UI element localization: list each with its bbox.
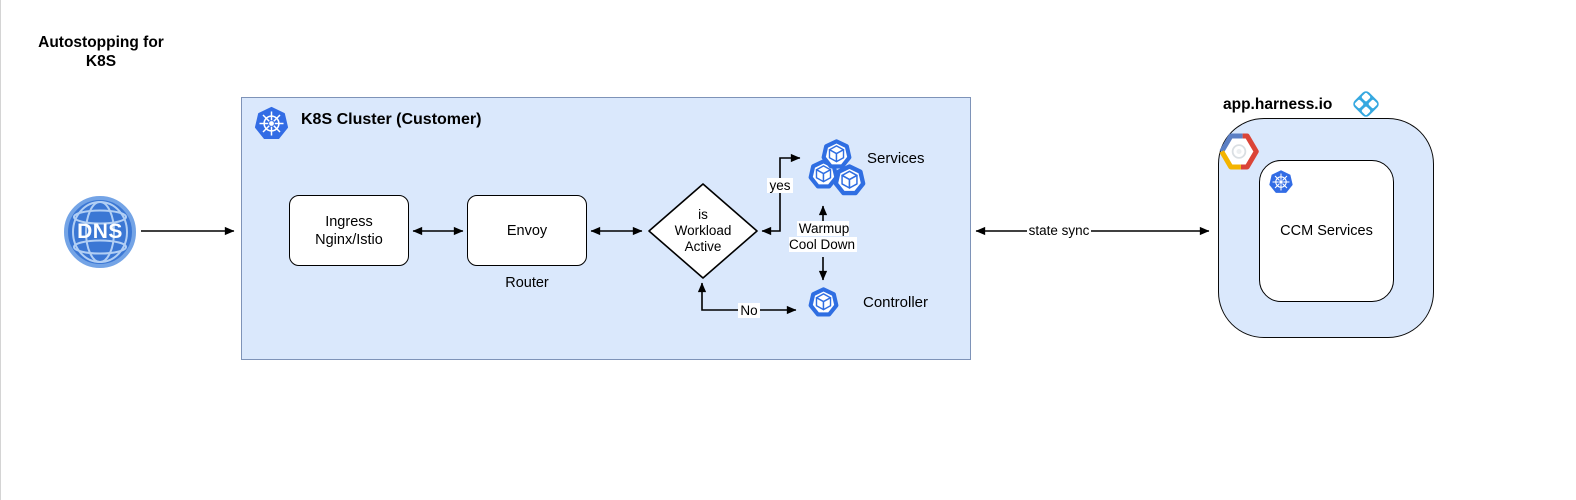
decision-diamond: is Workload Active (647, 182, 759, 280)
pod-icon (821, 139, 852, 169)
pod-icon (833, 164, 866, 196)
dns-globe-icon (64, 196, 136, 268)
harness-domain-label: app.harness.io (1223, 96, 1333, 113)
cluster-title: K8S Cluster (Customer) (301, 111, 482, 128)
dns-label: DNS (77, 220, 123, 243)
ccm-kubernetes-icon (1269, 170, 1293, 193)
diagram-title: Autostopping for K8S (16, 33, 186, 71)
harness-logo-icon (1353, 91, 1379, 117)
no-label: No (738, 303, 760, 318)
router-caption: Router (505, 275, 549, 291)
controller-label: Controller (863, 294, 929, 311)
kubernetes-icon (254, 106, 289, 140)
warmup-cooldown-label: Warmup Cool Down (788, 221, 858, 252)
diagram-title-line2: K8S (85, 53, 117, 70)
services-label: Services (867, 150, 925, 167)
state-sync-label: state sync (1026, 223, 1092, 238)
ingress-label: Ingress Nginx/Istio (315, 213, 383, 248)
yes-label: yes (767, 178, 793, 193)
gcp-icon (1219, 133, 1259, 170)
diamond-shape (648, 183, 758, 279)
ingress-box: Ingress Nginx/Istio (289, 195, 409, 266)
pod-icon (808, 287, 839, 317)
ccm-services-label: CCM Services (1280, 223, 1373, 239)
diagram-title-line1: Autostopping for (38, 34, 164, 51)
envoy-box: Envoy (467, 195, 587, 266)
envoy-label: Envoy (506, 222, 548, 239)
decision-label: is Workload Active (674, 207, 732, 254)
